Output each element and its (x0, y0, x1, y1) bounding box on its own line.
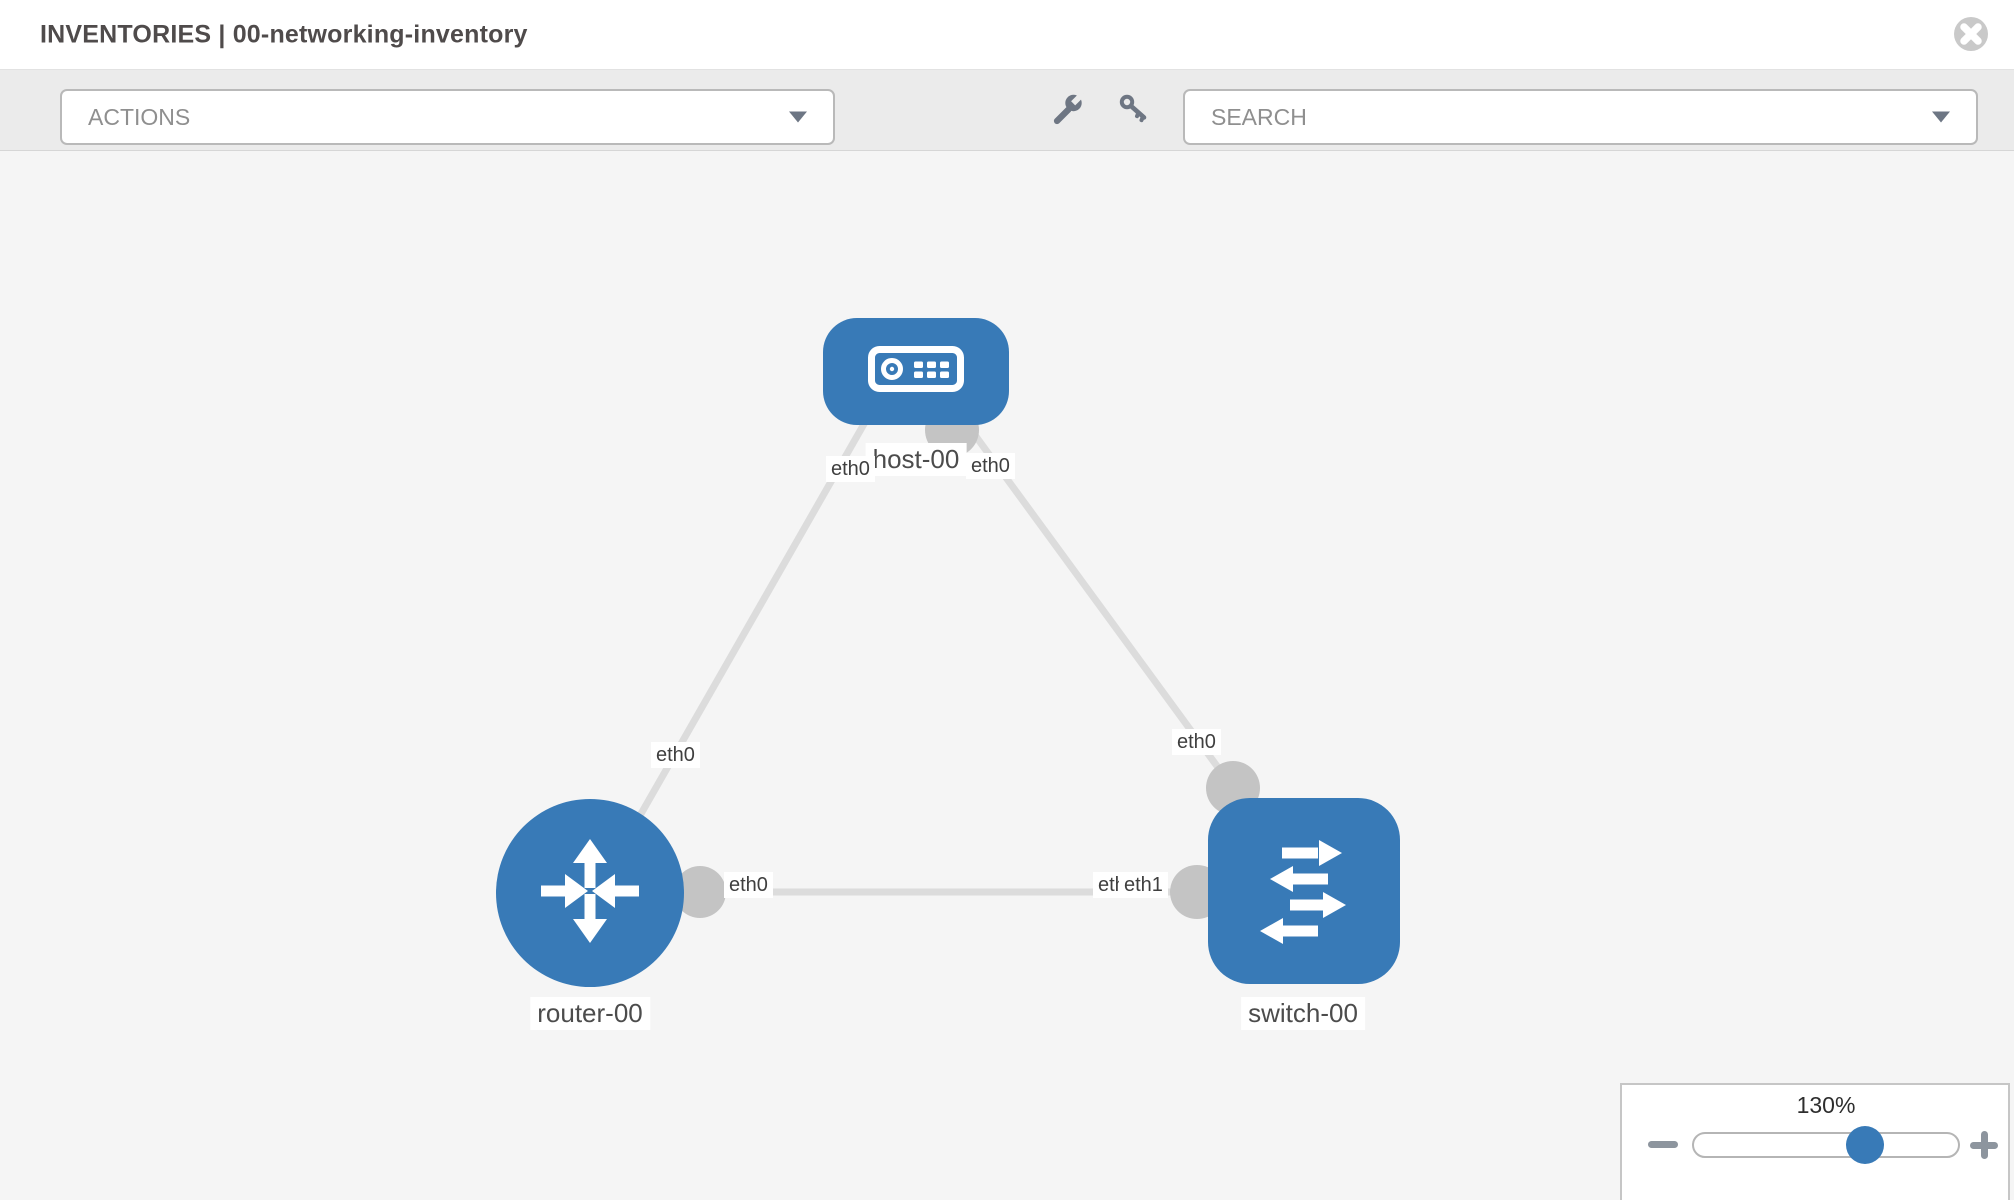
close-button[interactable] (1952, 15, 1990, 53)
network-links-layer (590, 394, 1300, 919)
toolbar: ACTIONS (0, 70, 2014, 151)
zoom-slider-track[interactable] (1692, 1132, 1960, 1158)
zoom-out-button[interactable] (1648, 1141, 1678, 1148)
host-icon (867, 345, 965, 398)
interface-label: eth0 (1172, 729, 1221, 755)
port-router-right (674, 866, 726, 918)
key-button[interactable] (1116, 92, 1152, 128)
router-icon (527, 828, 653, 959)
search-dropdown-label: SEARCH (1211, 103, 1307, 130)
node-switch-00[interactable] (1208, 798, 1400, 984)
node-host-00[interactable] (823, 318, 1009, 425)
node-label-switch: switch-00 (1241, 997, 1365, 1030)
zoom-in-button[interactable] (1970, 1131, 1998, 1159)
node-label-host: host-00 (865, 443, 967, 476)
zoom-percent-label: 130% (1796, 1092, 1856, 1118)
node-router-00[interactable] (496, 799, 684, 987)
key-icon (1117, 92, 1151, 129)
page-title: INVENTORIES | 00-networking-inventory (40, 20, 528, 48)
interface-label: eth1 (1119, 872, 1168, 898)
interface-label: eth0 (724, 872, 773, 898)
topology-canvas[interactable]: host-00 router-00 switch-00 eth0 eth0 et… (0, 151, 2014, 1200)
interface-label: eth0 (826, 456, 875, 482)
node-label-router: router-00 (530, 997, 650, 1030)
chevron-down-icon (1932, 111, 1950, 123)
switch-icon (1252, 831, 1356, 952)
zoom-slider-thumb[interactable] (1846, 1126, 1884, 1164)
wrench-icon (1051, 90, 1086, 129)
header: INVENTORIES | 00-networking-inventory (0, 0, 2014, 70)
interface-label: eth0 (966, 453, 1015, 479)
toolbar-icon-group (1050, 70, 1152, 150)
wrench-button[interactable] (1050, 90, 1086, 129)
close-icon (1952, 17, 1990, 56)
zoom-control-panel: 130% (1620, 1083, 2010, 1200)
actions-dropdown[interactable]: ACTIONS (60, 89, 835, 145)
actions-dropdown-label: ACTIONS (88, 103, 191, 130)
interface-label: eth0 (651, 742, 700, 768)
chevron-down-icon (789, 111, 807, 123)
search-dropdown[interactable]: SEARCH (1183, 89, 1978, 145)
